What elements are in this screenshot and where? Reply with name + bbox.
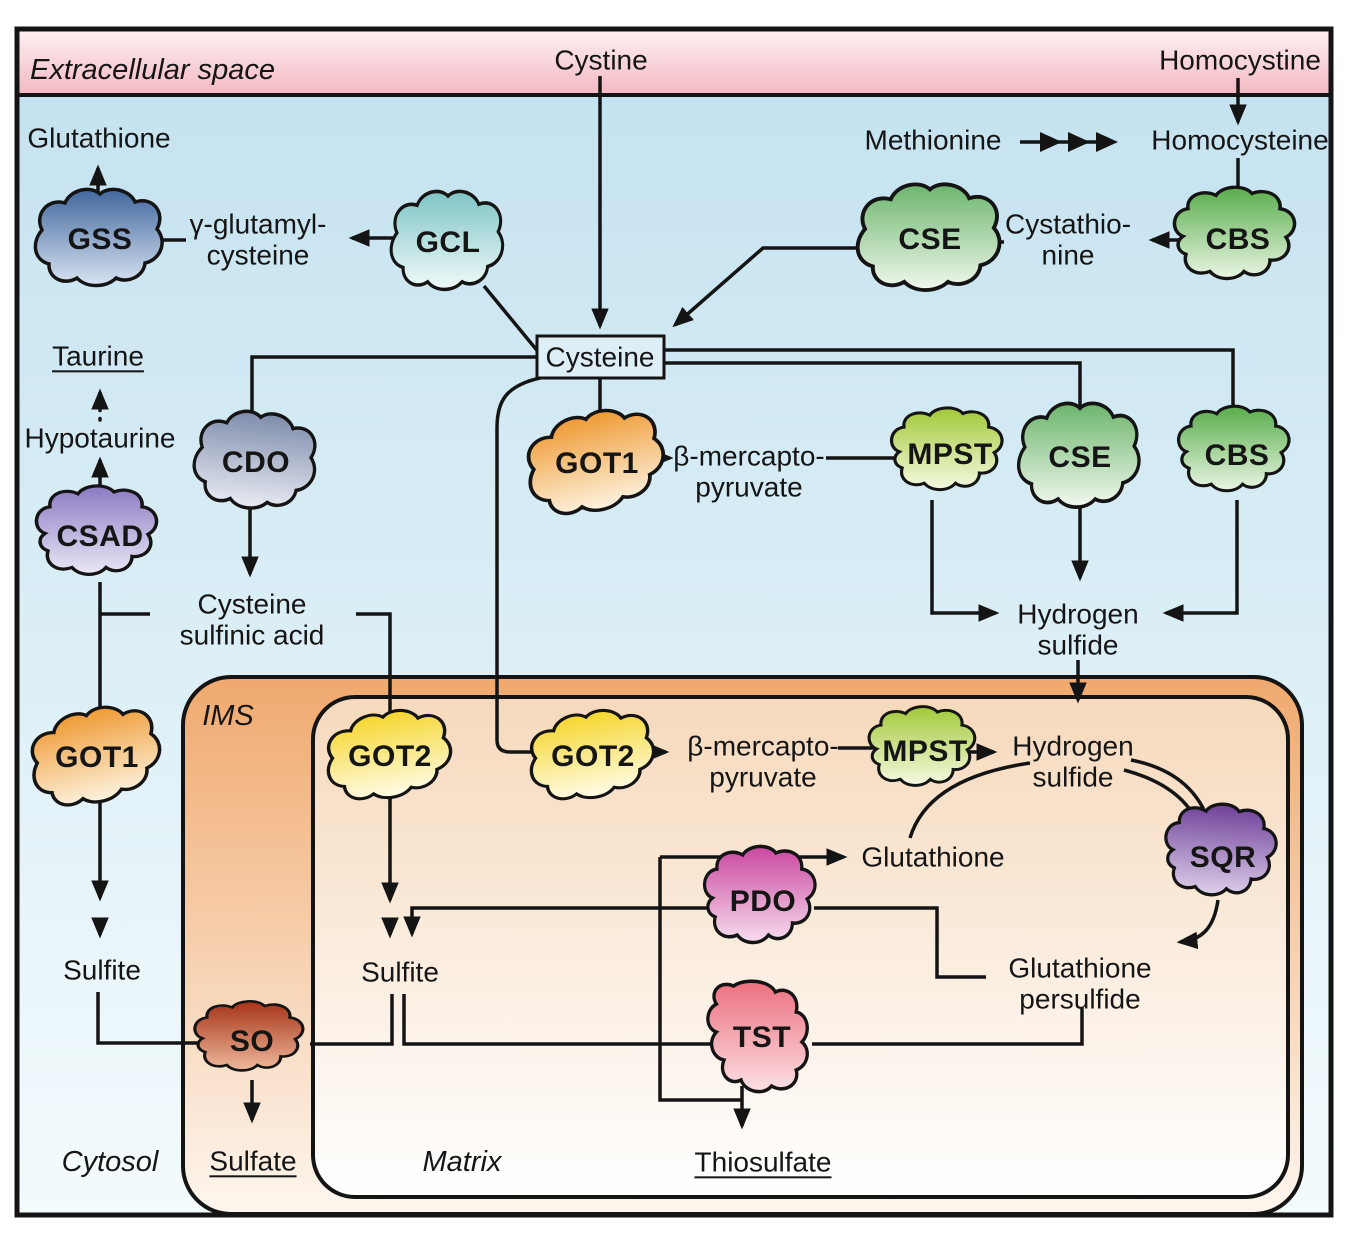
enzyme-label-cse-upper: CSE [898, 223, 962, 257]
metabolite-hydrogen-sulfide-cytosol: Hydrogen sulfide [1017, 598, 1139, 661]
metabolite-taurine: Taurine [52, 340, 144, 372]
compartment-label-cytosol: Cytosol [61, 1145, 159, 1178]
metabolite-cysteine: Cysteine [545, 341, 655, 373]
curve-glutathione-to-h2s [908, 761, 1031, 839]
enzyme-label-gss: GSS [67, 223, 133, 257]
arrow-cse-to-cysteine [672, 246, 868, 328]
metabolite-thiosulfate: Thiosulfate [694, 1146, 832, 1178]
line-tst-glutathione-loop [658, 857, 742, 1102]
line-persulfide-to-pdo [814, 906, 986, 979]
metabolite-cysteine-sulfinic-acid: Cysteine sulfinic acid [179, 588, 325, 651]
enzyme-label-pdo: PDO [729, 885, 797, 919]
arrow-sqr-to-persulfide [1176, 899, 1220, 950]
enzyme-label-cdo: CDO [221, 446, 291, 480]
enzyme-label-cse-mid: CSE [1048, 441, 1112, 475]
compartment-label-extracellular: Extracellular space [30, 53, 275, 86]
metabolite-methionine: Methionine [864, 124, 1002, 156]
line-cysteine-to-cdo [250, 355, 538, 414]
metabolite-cystine: Cystine [554, 44, 648, 76]
metabolite-homocystine: Homocystine [1159, 44, 1321, 76]
metabolite-homocysteine: Homocysteine [1151, 124, 1329, 156]
metabolite-sulfite-matrix: Sulfite [361, 956, 439, 988]
enzyme-label-csad: CSAD [56, 520, 144, 554]
metabolite-glutathione-persulfide: Glutathione persulfide [1008, 952, 1152, 1015]
arrow-cbs2-to-h2s [1162, 500, 1239, 622]
arrow-pdo-to-sulfite [403, 906, 710, 938]
metabolite-beta-mercaptopyruvate-cytosol: β-mercapto- pyruvate [673, 440, 825, 503]
line-sulfitem-to-so [310, 994, 394, 1046]
rail-cysteine-to-cse2 [662, 361, 1082, 410]
line-persulfide-to-tst [812, 1008, 1084, 1046]
line-sulfitem-to-tst [402, 994, 716, 1046]
metabolite-sulfate: Sulfate [209, 1145, 297, 1177]
line-cysteine-to-gcl [482, 284, 542, 356]
enzyme-label-got1-mid: GOT1 [555, 447, 639, 481]
enzyme-label-mpst-matrix: MPST [882, 735, 968, 769]
enzyme-label-tst: TST [732, 1021, 792, 1055]
metabolite-glutathione-cytosol: Glutathione [27, 122, 171, 154]
metabolite-glutathione-matrix: Glutathione [861, 841, 1005, 873]
metabolite-beta-mercaptopyruvate-matrix: β-mercapto- pyruvate [687, 730, 839, 793]
line-cysteine-to-got2-matrix [495, 376, 542, 754]
metabolite-gamma-glutamyl-cysteine: γ-glutamyl- cysteine [189, 208, 327, 271]
enzyme-label-got2-2: GOT2 [551, 740, 635, 774]
metabolite-hypotaurine: Hypotaurine [24, 422, 176, 454]
compartment-label-ims: IMS [202, 699, 254, 732]
enzyme-label-got2-1: GOT2 [348, 740, 432, 774]
metabolite-cystathionine: Cystathio- nine [1004, 208, 1132, 271]
mitochondrion-inner-membrane [311, 695, 1290, 1199]
compartment-label-matrix: Matrix [422, 1145, 502, 1178]
enzyme-label-got1-left: GOT1 [55, 741, 139, 775]
enzyme-label-cbs-mid: CBS [1204, 439, 1270, 473]
arrow-mpst2-to-h2s [930, 500, 1000, 622]
extracellular-band [19, 31, 1329, 95]
rail-cysteine-to-cbs2 [662, 348, 1235, 408]
cysteine-box [535, 334, 666, 380]
enzyme-label-mpst-mid: MPST [907, 438, 993, 472]
metabolite-sulfite-cytosol: Sulfite [63, 954, 141, 986]
enzyme-label-sqr: SQR [1189, 841, 1257, 875]
metabolite-hydrogen-sulfide-matrix: Hydrogen sulfide [1012, 730, 1134, 793]
enzyme-label-cbs-upper: CBS [1205, 223, 1271, 257]
enzyme-label-gcl: GCL [415, 226, 481, 260]
enzyme-label-so: SO [229, 1025, 275, 1059]
line-sulfitec-to-so [96, 992, 208, 1045]
